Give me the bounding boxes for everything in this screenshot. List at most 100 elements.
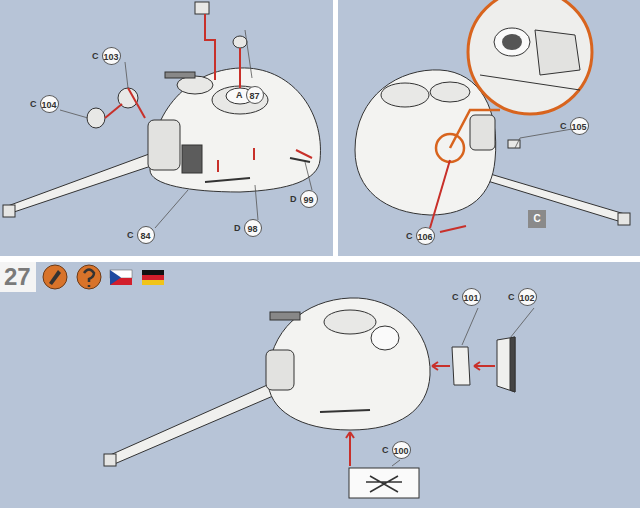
leader-lines-bottom [462,308,478,345]
red-arrows-bottom [474,362,495,370]
step-icons [142,280,164,285]
callout: C84 [127,226,155,244]
turret-step-26-left [87,108,105,128]
leader-lines-left [155,190,188,228]
callout-number: 98 [244,219,262,237]
step-icons [142,275,164,280]
detail-zoom [436,134,464,162]
turret-step-27 [104,298,430,466]
parts-101-102-100 [497,337,515,392]
detail-zoom [468,0,592,114]
leader-lines-left [255,185,258,220]
turret-step-26-left [3,2,320,217]
red-arrows-left [105,14,312,172]
red-arrows-left [217,160,219,172]
turret-step-26-right [618,213,630,225]
panel-background [0,0,333,256]
part-sprue-letter: C [508,292,515,302]
parts-101-102-100 [349,468,419,498]
callout-number: 84 [137,226,155,244]
callout-number: 101 [462,288,481,306]
turret-step-26-left [182,145,202,173]
callout-number: 105 [570,117,589,135]
sprue-letter-box: C [528,210,546,228]
turret-step-26-left [233,36,247,48]
step-icons [84,270,94,288]
panel-background [0,262,36,292]
turret-step-27 [371,326,399,350]
detail-zoom [436,0,592,162]
red-arrows-left [128,88,145,118]
turret-step-27 [266,350,294,390]
turret-step-27 [324,310,376,334]
red-arrows-left [253,148,255,160]
parts-101-102-100 [349,337,515,498]
red-arrows-bottom [346,362,495,466]
part-sprue-letter: C [30,99,37,109]
detail-zoom [450,110,500,148]
step-icons [49,270,61,285]
turret-step-26-right [355,70,496,215]
detail-zoom [535,30,580,75]
leader-lines-bottom [392,460,400,466]
callout-number: 102 [518,288,537,306]
callout-number: 106 [416,227,435,245]
red-arrows-right [430,160,466,232]
step-icons [110,270,121,285]
turret-step-26-right [381,83,429,107]
step-icons [43,265,164,289]
leader-lines-left [245,30,252,78]
part-sprue-letter: D [234,223,241,233]
callout: C100 [382,441,411,459]
callout-number: 100 [392,441,411,459]
callout-number: 103 [102,47,121,65]
leader-lines-left [305,162,312,190]
callout: A87 [236,86,264,104]
part-sprue-letter: A [236,90,243,100]
detail-zoom [494,28,530,56]
red-arrows-left [296,150,312,158]
callout-number: 87 [246,86,264,104]
parts-101-102-100 [452,347,470,385]
callout-number: 104 [40,95,59,113]
parts-101-102-100 [510,337,515,392]
callout: C101 [452,288,481,306]
detail-zoom [480,75,580,90]
step-number: 27 [4,264,31,290]
callout: D99 [290,190,318,208]
turret-step-26-left [212,86,268,114]
turret-step-26-left [290,158,310,162]
panel-background [0,262,640,508]
turret-step-26-left [3,205,15,217]
turret-step-27 [108,378,287,465]
red-arrows-right [430,160,450,228]
part-sprue-letter: C [560,121,567,131]
turret-step-26-left [205,178,250,182]
turret-step-26-right [470,115,495,150]
turret-step-27 [320,410,370,412]
callout: C102 [508,288,537,306]
part-sprue-letter: C [127,230,134,240]
part-sprue-letter: C [406,231,413,241]
callout: C104 [30,95,59,113]
step-icons [77,265,101,289]
leader-lines-bottom [510,308,534,338]
leader-lines-left [125,62,128,88]
leader-lines-left [60,110,88,118]
turret-step-26-left [5,150,160,215]
turret-step-26-left [148,120,180,170]
detail-zoom [502,34,522,50]
turret-step-27 [270,312,300,320]
step-icons [142,270,164,275]
red-arrows-left [105,104,122,118]
callout: C106 [406,227,435,245]
leader-lines-left [60,30,312,228]
part-sprue-letter: C [452,292,459,302]
turret-step-26-left [195,2,209,14]
callout-number: 99 [300,190,318,208]
turret-step-26-left [177,76,213,94]
leader-lines-right [515,128,578,148]
red-arrows-left [205,14,215,80]
callout: D98 [234,219,262,237]
